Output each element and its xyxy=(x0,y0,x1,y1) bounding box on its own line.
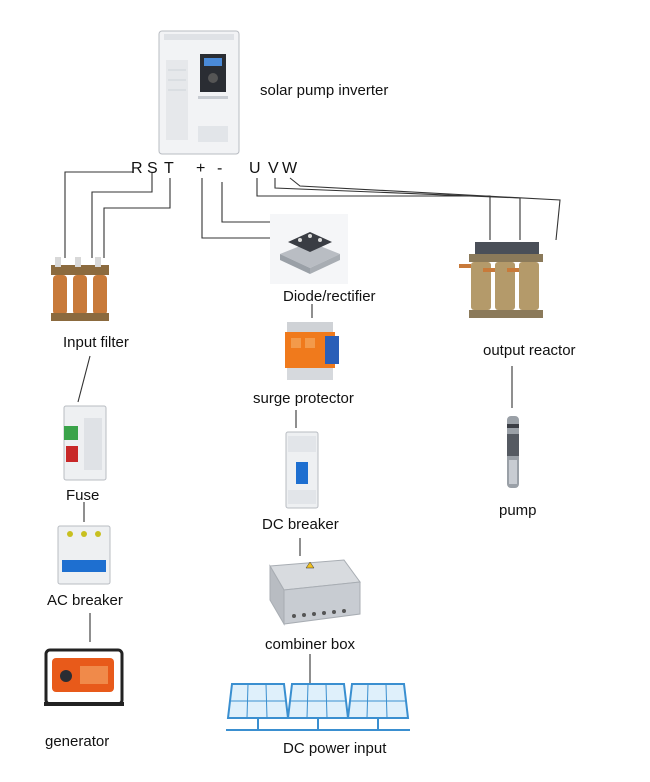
generator-label: generator xyxy=(45,733,110,750)
surge-protector-label: surge protector xyxy=(253,390,354,407)
terminal-w: W xyxy=(282,160,298,177)
solar-pump-inverter-image xyxy=(158,30,240,155)
terminal-u: U xyxy=(249,160,261,177)
ac-breaker-label: AC breaker xyxy=(47,592,123,609)
pump-image xyxy=(502,414,524,490)
diode-rectifier-image xyxy=(270,214,348,284)
generator-image xyxy=(40,644,128,712)
terminal-r: R xyxy=(131,160,143,177)
dc-breaker-label: DC breaker xyxy=(262,516,339,533)
terminal-s: S xyxy=(147,160,158,177)
terminal-v: V xyxy=(268,160,279,177)
dc-breaker-image xyxy=(284,430,320,510)
diode-rectifier-label: Diode/rectifier xyxy=(283,288,376,305)
wire-u xyxy=(256,178,491,240)
fuse-label: Fuse xyxy=(66,487,100,504)
wire-w xyxy=(289,177,561,241)
wire-s xyxy=(91,172,153,258)
combiner-box-label: combiner box xyxy=(265,636,356,653)
pump-label: pump xyxy=(499,502,537,519)
output-reactor-label: output reactor xyxy=(483,342,576,359)
input-filter-image xyxy=(47,255,113,327)
surge-protector-image xyxy=(283,320,341,384)
solar-pump-inverter-label: solar pump inverter xyxy=(260,82,389,99)
wire-v xyxy=(274,178,521,240)
input-filter-label: Input filter xyxy=(63,334,129,351)
wire-r xyxy=(64,171,133,258)
ac-breaker-image xyxy=(56,524,112,586)
dc-power-input-label: DC power input xyxy=(283,740,387,757)
terminal-t: T xyxy=(164,160,174,177)
fuse-image xyxy=(62,404,108,482)
wire-t xyxy=(103,178,171,258)
terminal-plus: + xyxy=(196,160,206,177)
wire-minus xyxy=(221,182,278,223)
solar-panels-image xyxy=(226,680,410,740)
link-filter-fuse xyxy=(77,355,91,403)
output-reactor-image xyxy=(455,240,555,326)
wire-plus xyxy=(201,178,278,239)
terminal-minus: - xyxy=(217,160,223,177)
combiner-box-image xyxy=(260,558,364,630)
